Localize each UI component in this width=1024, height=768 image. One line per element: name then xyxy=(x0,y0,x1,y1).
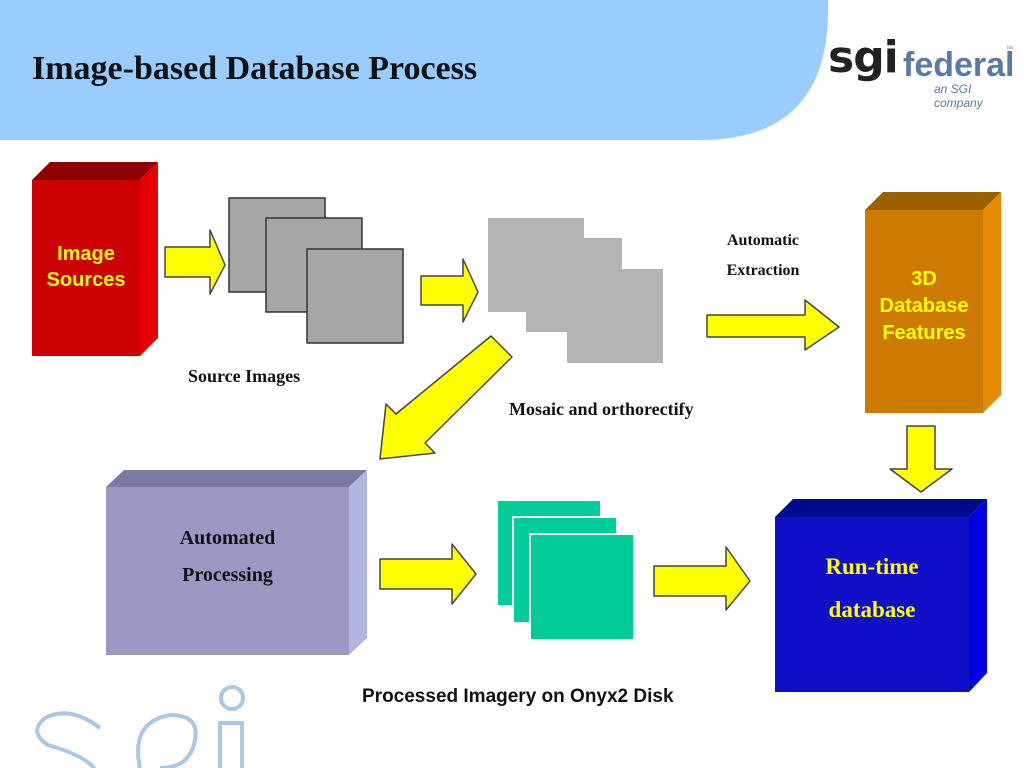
source-images-caption: Source Images xyxy=(188,366,301,386)
logo-tagline: an SGI company xyxy=(934,82,983,110)
source-images-stack xyxy=(228,197,404,344)
automatic-extraction-caption: Automatic Extraction xyxy=(703,226,823,286)
logo-name: federal xyxy=(903,46,1015,84)
processed-imagery-caption: Processed Imagery on Onyx2 Disk xyxy=(362,686,674,707)
header-band xyxy=(0,0,828,140)
automatic-extraction-line1: Automatic xyxy=(727,232,799,249)
arrow-processed-to-runtime xyxy=(653,546,751,611)
database-features-line3: Features xyxy=(882,322,966,344)
automated-processing-line2: Processing xyxy=(182,564,273,586)
runtime-database-box xyxy=(775,499,987,692)
image-sources-label: Image Sources xyxy=(32,241,140,293)
automated-processing-label: Automated Processing xyxy=(106,520,349,594)
arrow-sources-to-images xyxy=(164,229,226,295)
runtime-database-line2: database xyxy=(828,597,916,622)
image-sources-line1: Image xyxy=(57,243,115,265)
runtime-database-label: Run-time database xyxy=(775,545,969,631)
database-features-line2: Database xyxy=(879,295,969,317)
mosaic-caption: Mosaic and orthorectify xyxy=(509,399,694,419)
logo-brand: sgi xyxy=(828,32,899,83)
page-title: Image-based Database Process xyxy=(32,50,478,87)
automated-processing-box xyxy=(106,470,367,655)
arrow-processing-to-processed xyxy=(379,543,477,605)
database-features-line1: 3D xyxy=(911,268,937,290)
runtime-database-line1: Run-time xyxy=(825,554,919,579)
arrow-mosaic-to-features xyxy=(706,299,840,351)
image-sources-box xyxy=(32,162,158,356)
image-sources-line2: Sources xyxy=(46,269,126,291)
trademark-mark: ™ xyxy=(1006,46,1013,53)
arrow-features-to-runtime xyxy=(889,425,953,493)
arrow-images-to-mosaic xyxy=(420,258,479,323)
automated-processing-line1: Automated xyxy=(179,527,276,549)
processed-images-stack xyxy=(496,499,635,641)
automatic-extraction-line2: Extraction xyxy=(726,262,800,279)
sgi-watermark xyxy=(35,685,245,768)
arrow-mosaic-to-processing xyxy=(379,335,513,460)
mosaic-images-stack xyxy=(488,218,663,363)
database-features-box xyxy=(865,192,1001,413)
database-features-label: 3D Database Features xyxy=(865,266,983,347)
